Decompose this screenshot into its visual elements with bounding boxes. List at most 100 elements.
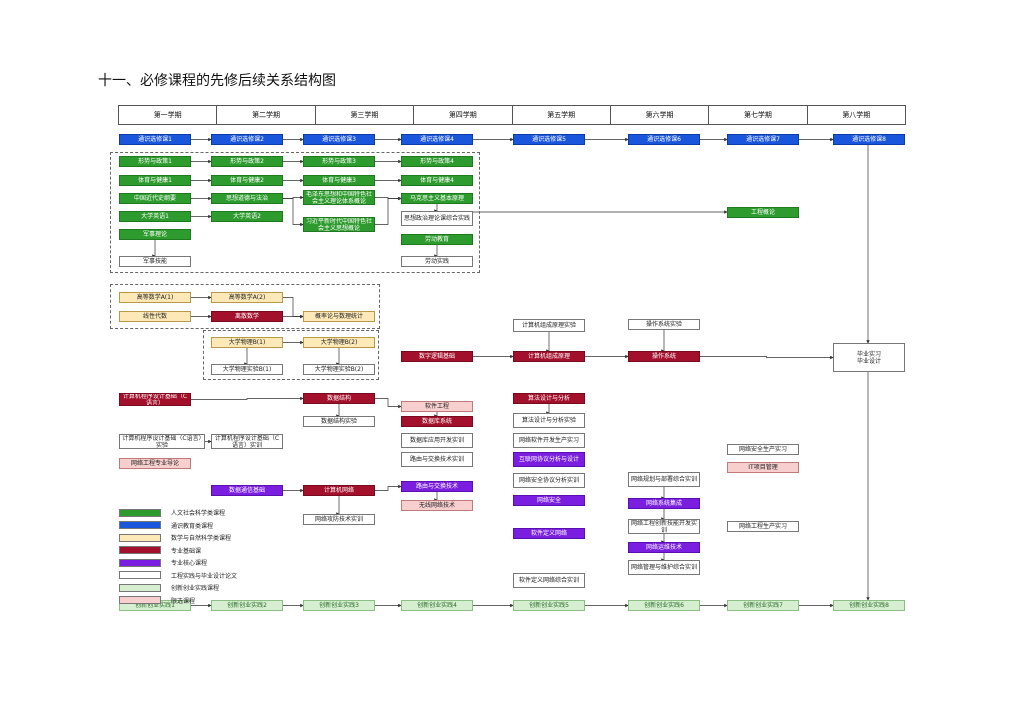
edge-czxt-bysx bbox=[700, 355, 834, 360]
course-node-xtjc: 网络系统集成 bbox=[628, 498, 700, 509]
course-node-sf: 算法设计与分析 bbox=[513, 393, 585, 404]
course-node-wlsy2: 大学物理实验B(2) bbox=[303, 364, 375, 375]
legend-swatch bbox=[119, 508, 161, 517]
semester-header: 第八学期 bbox=[842, 111, 871, 119]
page-title: 十一、必修课程的先修后续关系结构图 bbox=[98, 73, 336, 89]
course-node-wlaq: 网络安全 bbox=[513, 495, 585, 506]
course-node-wlgc: 网络工程专业导论 bbox=[119, 458, 191, 469]
edge-cxjc-sjjg bbox=[191, 396, 304, 401]
course-group-box bbox=[203, 330, 379, 380]
course-node-hlwxy: 互联网协议分析与设计 bbox=[513, 452, 585, 467]
course-node-yw: 网络运维技术 bbox=[628, 542, 700, 553]
course-node-xs2: 形势与政策2 bbox=[211, 156, 283, 167]
semester-header: 第一学期 bbox=[119, 106, 218, 124]
legend-item: 创新创业实践课程 bbox=[119, 583, 219, 592]
course-node-xxds: 线性代数 bbox=[119, 311, 191, 322]
course-node-g2: 通识选修课2 bbox=[211, 134, 283, 145]
course-node-cx4: 创新创业实践4 bbox=[401, 600, 473, 611]
course-node-ldsj: 劳动实践 bbox=[401, 256, 473, 267]
course-node-cx8: 创新创业实践8 bbox=[833, 600, 905, 611]
course-node-zcsy: 计算机组成原理实验 bbox=[513, 319, 585, 332]
course-node-g6: 通识选修课6 bbox=[628, 134, 700, 145]
legend-item: 通识教育类课程 bbox=[119, 521, 213, 530]
course-node-ldjy: 劳动教育 bbox=[401, 234, 473, 245]
course-node-xs4: 形势与政策4 bbox=[401, 156, 473, 167]
legend-item: 数学与自然科学类课程 bbox=[119, 533, 231, 542]
course-node-dxyy1: 大学英语1 bbox=[119, 211, 191, 222]
course-node-aqsx: 网络安全生产实习 bbox=[727, 444, 799, 455]
legend-item: 人文社会科学类课程 bbox=[119, 508, 225, 517]
course-node-szlj: 数字逻辑基础 bbox=[401, 351, 473, 362]
course-node-it: IT项目管理 bbox=[727, 462, 799, 473]
edge-sjjg-rjgc bbox=[375, 398, 402, 409]
course-node-gfjs: 网络攻防技术实训 bbox=[303, 514, 375, 525]
course-node-cxjn: 网络工程创新技能开发实训 bbox=[628, 519, 700, 534]
course-node-lssx: 离散数学 bbox=[211, 311, 283, 322]
course-node-szsj: 思想政治理论课综合实践 bbox=[401, 211, 473, 226]
course-node-rjgc: 软件工程 bbox=[401, 401, 473, 412]
course-node-cxjc: 计算机程序设计基础（C语言） bbox=[119, 393, 191, 406]
legend-label: 专业核心课程 bbox=[171, 560, 208, 567]
course-node-xs3: 形势与政策3 bbox=[303, 156, 375, 167]
course-node-g1: 通识选修课1 bbox=[119, 134, 191, 145]
legend-swatch bbox=[119, 533, 161, 542]
semester-header: 第五学期 bbox=[513, 106, 611, 124]
course-node-sjkyy: 数据库应用开发实训 bbox=[401, 433, 473, 448]
edge-jswl-lyjs bbox=[375, 484, 402, 491]
legend-item: 工程实践与毕业设计论文 bbox=[119, 571, 237, 580]
course-node-cxsx: 计算机程序设计基础（C语言）实训 bbox=[211, 434, 283, 449]
edge-sxdd-xjp bbox=[283, 198, 304, 227]
course-node-ty2: 体育与健康2 bbox=[211, 175, 283, 186]
legend-label: 专业基础课 bbox=[171, 547, 202, 555]
legend-label: 数学与自然科学类课程 bbox=[171, 535, 232, 542]
legend-item: 专业基础课 bbox=[119, 546, 201, 555]
course-group-box bbox=[110, 152, 480, 273]
course-node-cxsy: 计算机程序设计基础（C语言）实验 bbox=[119, 434, 205, 449]
course-node-g3: 通识选修课3 bbox=[303, 134, 375, 145]
course-node-xs1: 形势与政策1 bbox=[119, 156, 191, 167]
course-node-ghbs: 网络规划与部署综合实训 bbox=[628, 472, 700, 487]
legend-swatch bbox=[119, 571, 161, 579]
course-node-cx6: 创新创业实践6 bbox=[628, 600, 700, 611]
course-node-lyjs: 路由与交换技术 bbox=[401, 481, 473, 492]
edge-xjp-mks bbox=[375, 196, 402, 225]
course-node-jswl: 计算机网络 bbox=[303, 485, 375, 496]
legend-swatch bbox=[119, 521, 161, 529]
course-node-wlsy1: 大学物理实验B(1) bbox=[211, 364, 283, 375]
course-node-g8: 通识选修课8 bbox=[833, 134, 905, 145]
course-node-mzd: 毛泽东思想和中国特色社会主义理论体系概论 bbox=[303, 190, 375, 205]
course-node-czsy: 操作系统实验 bbox=[628, 319, 700, 330]
course-node-czxt: 操作系统 bbox=[628, 351, 700, 362]
course-node-g7: 通识选修课7 bbox=[727, 134, 799, 145]
course-node-sxdd: 思想道德与法治 bbox=[211, 193, 283, 204]
legend-swatch bbox=[119, 558, 161, 567]
course-node-wl2: 大学物理B(2) bbox=[303, 337, 375, 348]
course-group-box bbox=[110, 284, 380, 329]
semester-header: 第二学期 bbox=[217, 106, 316, 124]
legend-label: 人文社会科学类课程 bbox=[171, 510, 226, 517]
course-node-sjk: 数据库系统 bbox=[401, 416, 473, 427]
legend-label: 限选课程 bbox=[171, 597, 196, 605]
course-node-gcgl: 工程概论 bbox=[727, 207, 799, 218]
legend-swatch bbox=[119, 546, 161, 554]
course-node-sfsy: 算法设计与分析实验 bbox=[513, 413, 585, 428]
course-node-gl: 概率论与数理统计 bbox=[303, 311, 375, 322]
legend-label: 工程实践与毕业设计论文 bbox=[171, 572, 238, 580]
course-node-jsll: 军事理论 bbox=[119, 229, 191, 240]
legend-item: 专业核心课程 bbox=[119, 558, 207, 567]
course-node-ty4: 体育与健康4 bbox=[401, 175, 473, 186]
course-node-gs1: 高等数学A(1) bbox=[119, 292, 191, 303]
course-node-gcsx: 网络工程生产实习 bbox=[727, 521, 799, 532]
course-node-rjkf: 网络软件开发生产实习 bbox=[513, 433, 585, 448]
course-node-cx7: 创新创业实践7 bbox=[727, 600, 799, 611]
legend-swatch bbox=[119, 596, 161, 604]
legend-item: 限选课程 bbox=[119, 596, 195, 605]
course-node-sjtx: 数据通信基础 bbox=[211, 485, 283, 496]
legend-label: 创新创业实践课程 bbox=[171, 585, 220, 592]
semester-header: 第六学期 bbox=[611, 106, 710, 124]
course-node-zgjd: 中国近代史纲要 bbox=[119, 193, 191, 204]
course-node-whsx: 网络管理与维护综合实训 bbox=[628, 560, 700, 575]
course-node-g5: 通识选修课5 bbox=[513, 134, 585, 145]
semester-header-row: 第一学期第二学期第三学期第四学期第五学期第六学期第七学期第八学期 bbox=[118, 105, 906, 125]
semester-header: 第七学期 bbox=[709, 106, 808, 124]
